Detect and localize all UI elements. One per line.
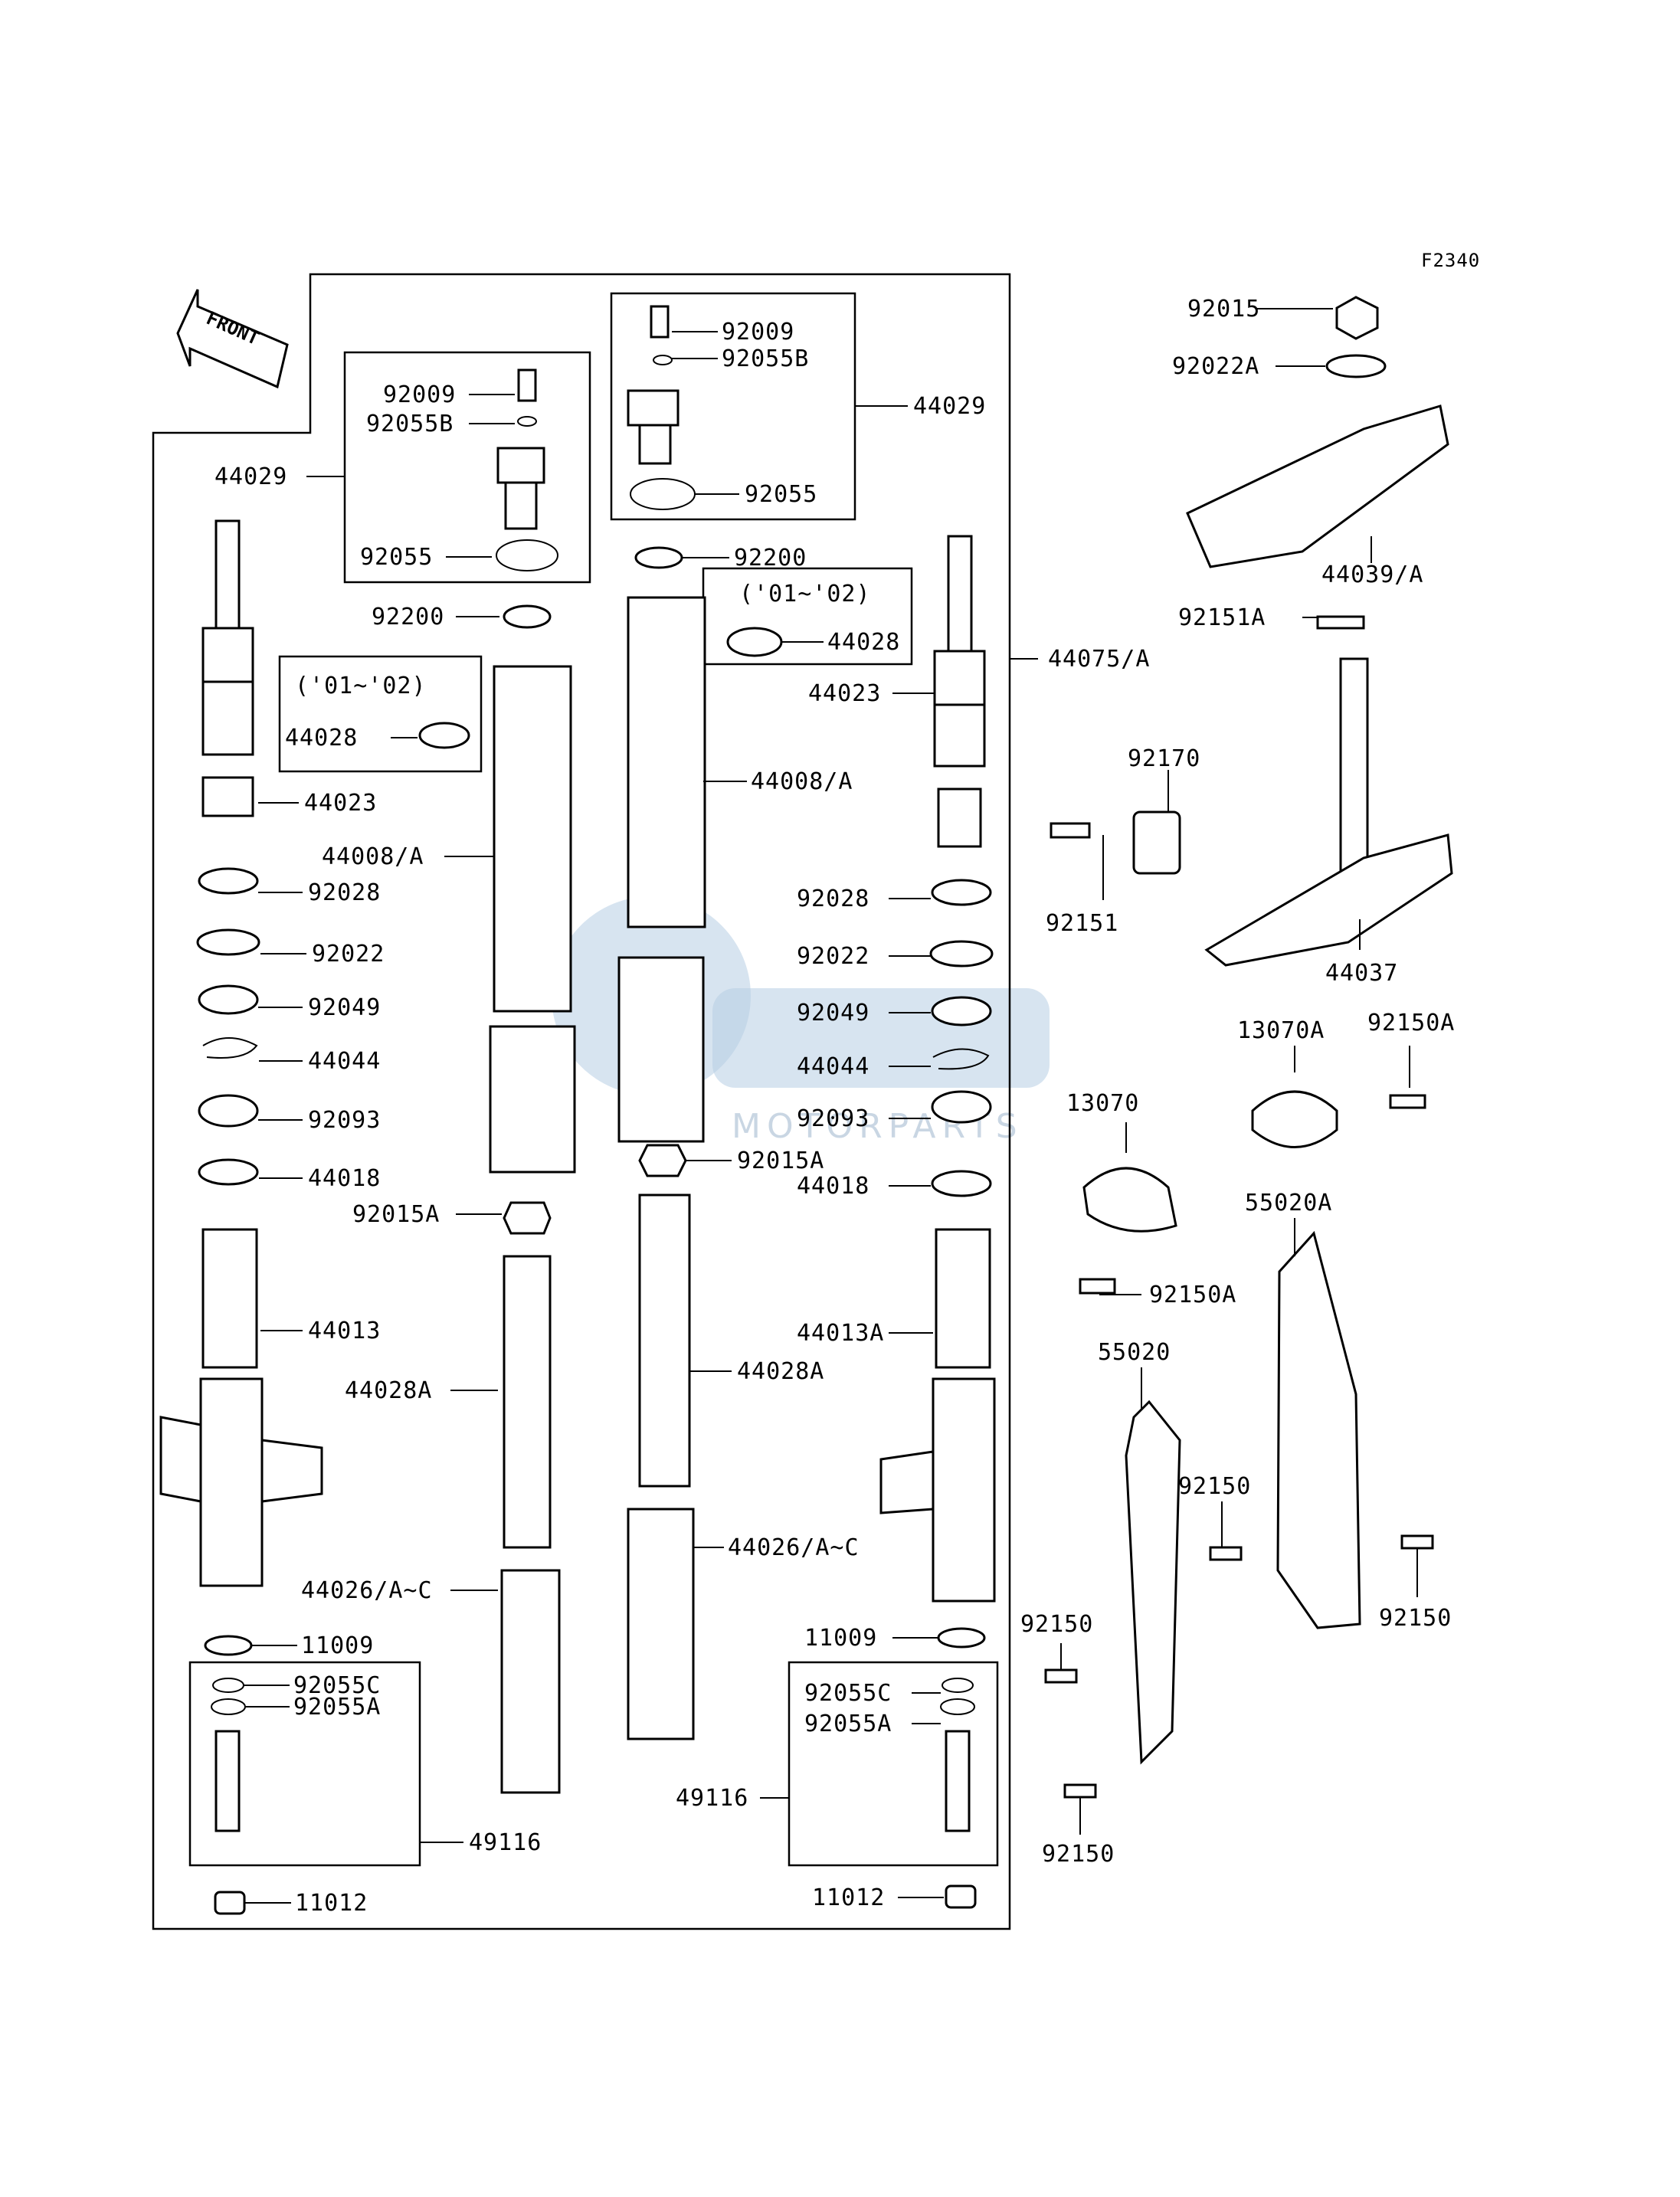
front-arrow-icon: FRONT bbox=[176, 289, 289, 389]
callout-label: 44028 bbox=[827, 629, 900, 656]
callout-label: 44013A bbox=[797, 1320, 884, 1347]
callout-label: 44044 bbox=[308, 1048, 381, 1075]
steering-parts bbox=[1044, 296, 1453, 1799]
seal-variant-box-left bbox=[278, 655, 483, 773]
callout-label: 92015A bbox=[352, 1201, 440, 1228]
callout-label: 92151 bbox=[1046, 910, 1118, 937]
callout-label: 92009 bbox=[722, 319, 794, 345]
callout-label: 92055C bbox=[293, 1672, 381, 1699]
callout-label: 92009 bbox=[383, 381, 456, 408]
callout-label: 92055A bbox=[293, 1694, 381, 1721]
figure-code: F2340 bbox=[1421, 250, 1480, 271]
callout-label: 92170 bbox=[1128, 745, 1200, 772]
callout-label: 44044 bbox=[797, 1053, 869, 1080]
callout-label: 55020A bbox=[1245, 1190, 1332, 1216]
callout-label: ('01~'02) bbox=[739, 581, 871, 607]
callout-label: ('01~'02) bbox=[295, 673, 427, 699]
callout-label: 92055 bbox=[745, 481, 817, 508]
callout-label: 92022A bbox=[1172, 353, 1259, 380]
cap-subassembly-box-left bbox=[343, 351, 591, 584]
callout-label: 92055B bbox=[366, 411, 454, 437]
callout-label: 13070 bbox=[1066, 1090, 1139, 1117]
callout-label: 44029 bbox=[913, 393, 986, 420]
callout-label: 92028 bbox=[797, 886, 869, 912]
fork-assembly-border bbox=[152, 273, 1011, 1930]
callout-label: 92022 bbox=[797, 943, 869, 970]
left-center-tube-parts bbox=[418, 604, 576, 1794]
callout-label: 11009 bbox=[804, 1625, 877, 1652]
callout-label: 92150 bbox=[1020, 1611, 1093, 1638]
callout-label: 13070A bbox=[1237, 1017, 1325, 1044]
callout-label: 44029 bbox=[215, 463, 287, 490]
callout-label: 92028 bbox=[308, 879, 381, 906]
callout-label: 44037 bbox=[1325, 960, 1398, 987]
callout-label: 44026/A~C bbox=[728, 1534, 860, 1561]
callout-label: 44008/A bbox=[322, 843, 424, 870]
right-cap-parts bbox=[627, 305, 783, 657]
callout-label: 92150 bbox=[1178, 1473, 1251, 1500]
callout-label: 44013 bbox=[308, 1318, 381, 1344]
callout-label: 44008/A bbox=[751, 768, 853, 795]
callout-label: 92055A bbox=[804, 1711, 892, 1737]
callout-label: 92151A bbox=[1178, 604, 1266, 631]
callout-label: 49116 bbox=[676, 1785, 748, 1812]
callout-label: 44023 bbox=[304, 790, 377, 817]
callout-label: 11009 bbox=[301, 1632, 374, 1659]
callout-label: 55020 bbox=[1098, 1339, 1171, 1366]
callout-label: 44028A bbox=[345, 1377, 432, 1404]
left-cap-parts bbox=[496, 368, 558, 571]
leader-lines bbox=[244, 308, 1418, 1904]
right-fork-parts bbox=[879, 535, 996, 1909]
callout-label: 44039/A bbox=[1321, 562, 1423, 588]
callout-label: 44028 bbox=[285, 725, 358, 751]
callout-label: 92049 bbox=[797, 1000, 869, 1026]
callout-label: 92150 bbox=[1379, 1605, 1452, 1632]
callout-label: 44018 bbox=[308, 1165, 381, 1192]
callout-label: 11012 bbox=[812, 1884, 885, 1911]
callout-label: 92055 bbox=[360, 544, 433, 571]
callout-label: 11012 bbox=[295, 1890, 368, 1917]
callout-label: 92015A bbox=[737, 1148, 824, 1174]
callout-label: 92093 bbox=[308, 1107, 381, 1134]
callout-label: 92022 bbox=[312, 941, 385, 968]
callout-label: 92055B bbox=[722, 345, 809, 372]
callout-label: 92150 bbox=[1042, 1841, 1115, 1868]
callout-label: 92200 bbox=[372, 604, 444, 630]
callout-label: 92200 bbox=[734, 545, 807, 571]
callout-label: 92093 bbox=[797, 1105, 869, 1132]
callout-label: 44023 bbox=[808, 680, 881, 707]
callout-label: 44028A bbox=[737, 1358, 824, 1385]
callout-label: 92055C bbox=[804, 1680, 892, 1707]
right-center-tube-parts bbox=[617, 546, 706, 1740]
callout-label: 92049 bbox=[308, 994, 381, 1021]
callout-label: 44026/A~C bbox=[301, 1577, 433, 1604]
callout-label: 92150A bbox=[1149, 1282, 1236, 1308]
callout-label: 92015 bbox=[1187, 296, 1260, 323]
callout-label: 92150A bbox=[1367, 1010, 1455, 1036]
valve-subassembly-box-right bbox=[788, 1661, 999, 1867]
callout-labels: 92015 92022A 44039/A 92151A 44075/A 9217… bbox=[215, 296, 1455, 1917]
valve-subassembly-box-left bbox=[188, 1661, 421, 1867]
callout-label: 49116 bbox=[469, 1829, 542, 1856]
callout-label: 44075/A bbox=[1048, 646, 1150, 673]
callout-label: 44018 bbox=[797, 1173, 869, 1200]
left-fork-parts bbox=[159, 519, 323, 1915]
